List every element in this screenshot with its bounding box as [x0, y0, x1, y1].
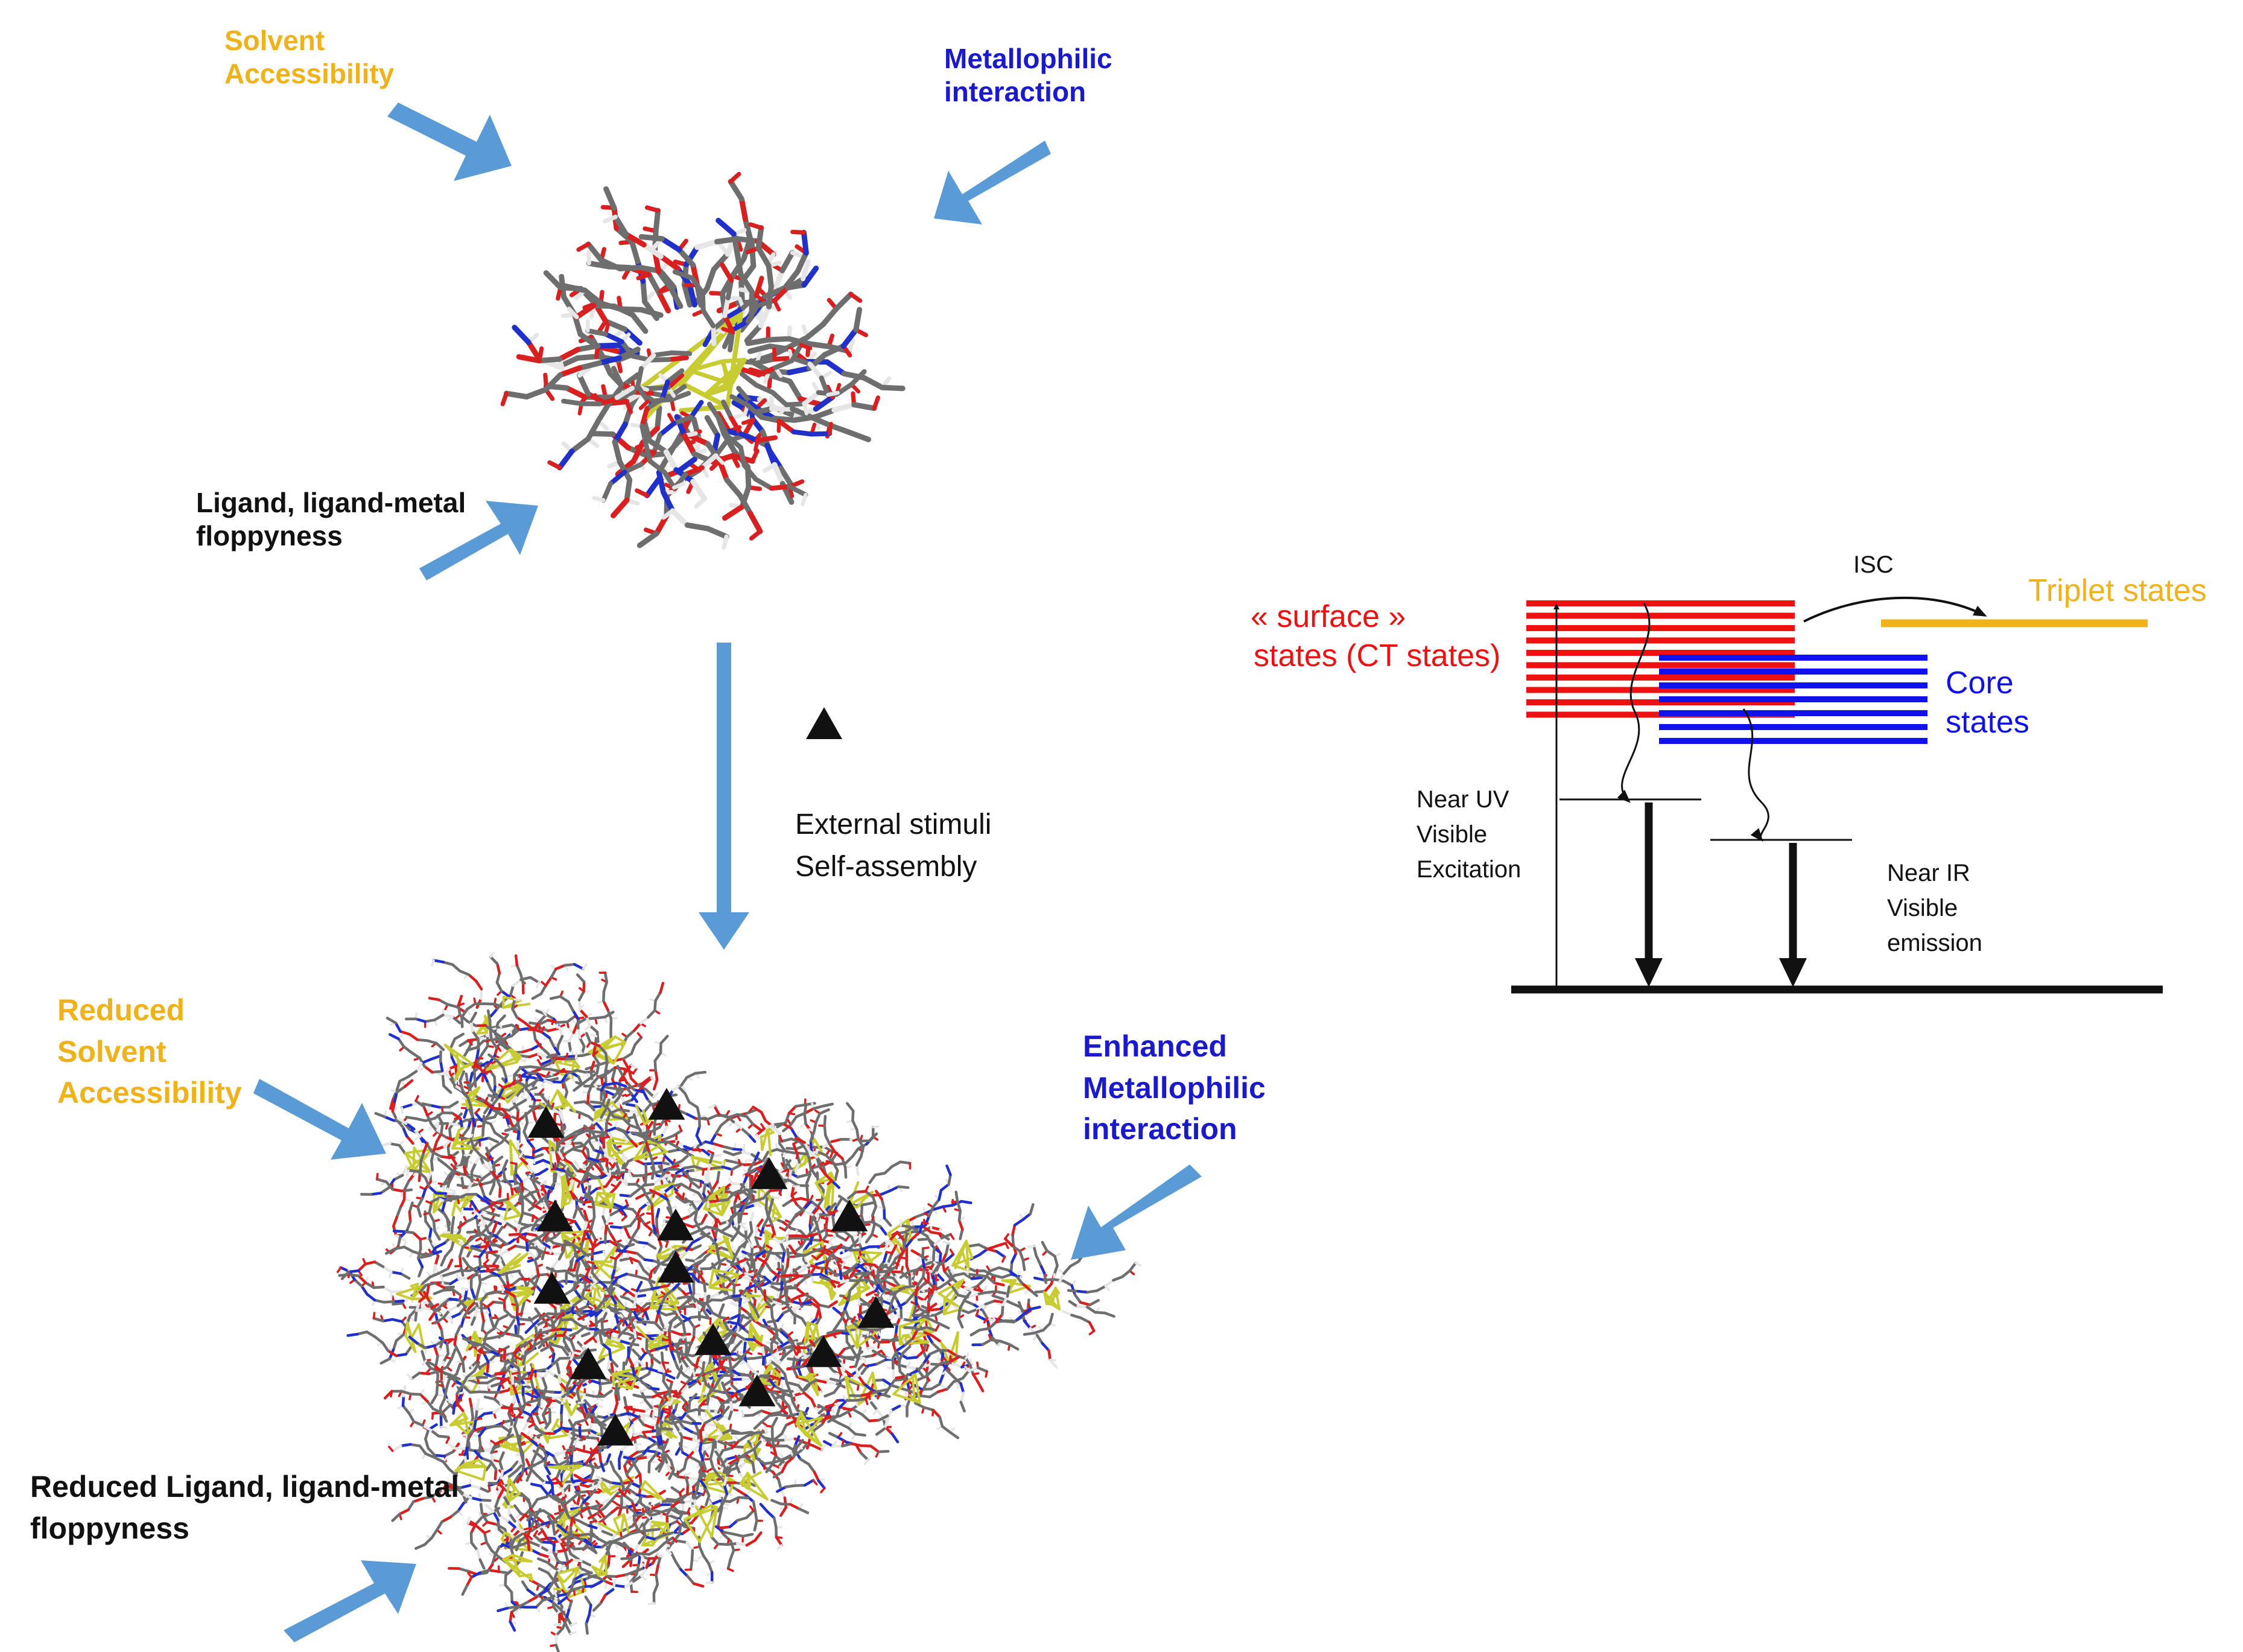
assembly-triangle-icon [805, 1335, 842, 1367]
enhanced-metallophilic-label: Enhanced Metallophilic interaction [1083, 1029, 1266, 1146]
assembly-triangle-icon [648, 1088, 685, 1120]
ligand-floppyness-label: Ligand, ligand-metal floppyness [196, 487, 466, 552]
block-arrow [1071, 1164, 1202, 1260]
metallophilic-arrow-top [934, 141, 1051, 224]
reduced-solvent-accessibility-label: Reduced Solvent Accessibility [57, 993, 242, 1110]
surface-states-label: « surface » states (CT states) [1251, 599, 1501, 673]
assembly-triangle-icon [857, 1296, 895, 1328]
external-stimuli-label: External stimuli Self-assembly [795, 809, 992, 883]
core-states-label: Core states [1946, 666, 2029, 740]
assembly-triangle-icon [597, 1414, 634, 1446]
assembly-triangle-icon [750, 1157, 788, 1189]
solvent-arrow-top [387, 103, 512, 181]
emission-arrow-core [1779, 843, 1807, 987]
block-arrow [699, 643, 749, 950]
excitation-label: Near UV Visible Excitation [1417, 786, 1521, 883]
solvent-arrow-bottom [253, 1079, 386, 1160]
assembly-triangle-icon [536, 1199, 574, 1231]
assembly-triangle-icon [657, 1251, 694, 1283]
assembly-triangle-icon [657, 1209, 694, 1241]
core-state-levels [1659, 655, 1927, 744]
assembly-triangle-icon [527, 1106, 565, 1138]
block-arrow [253, 1079, 386, 1160]
block-arrow [284, 1560, 416, 1642]
self-assembled-cluster [336, 951, 1142, 1652]
ligand-arrow-top [419, 501, 538, 580]
top-molecular-cluster [500, 171, 906, 550]
energy-level-diagram [1511, 596, 2163, 994]
isc-arrow [1803, 596, 1987, 623]
assembly-triangle-icon [738, 1374, 776, 1406]
assembly-triangle-icon [569, 1347, 607, 1379]
reduced-ligand-floppyness-label: Reduced Ligand, ligand-metal floppyness [30, 1470, 460, 1545]
stimulus-triangle-icon [806, 707, 842, 739]
ligand-arrow-bottom [284, 1560, 416, 1642]
assembly-triangle-icon [533, 1272, 571, 1304]
assembly-triangle-icon [831, 1199, 868, 1231]
block-arrow [934, 141, 1051, 224]
metallophilic-interaction-label: Metallophilic interaction [944, 43, 1112, 108]
emission-label: Near IR Visible emission [1887, 860, 1982, 956]
block-arrow [419, 501, 538, 580]
triplet-states-label: Triplet states [2028, 573, 2207, 608]
relaxation-arrow-core [1742, 708, 1769, 842]
emission-arrow-surface [1635, 802, 1663, 987]
isc-label: ISC [1853, 551, 1894, 578]
metallophilic-arrow-bottom [1071, 1164, 1202, 1260]
solvent-accessibility-label: Solvent Accessibility [224, 25, 395, 90]
block-arrow [387, 103, 512, 181]
self-assembly-arrow [699, 643, 749, 950]
assembly-triangle-icon [694, 1323, 732, 1355]
relaxation-arrow-surface [1617, 603, 1651, 803]
